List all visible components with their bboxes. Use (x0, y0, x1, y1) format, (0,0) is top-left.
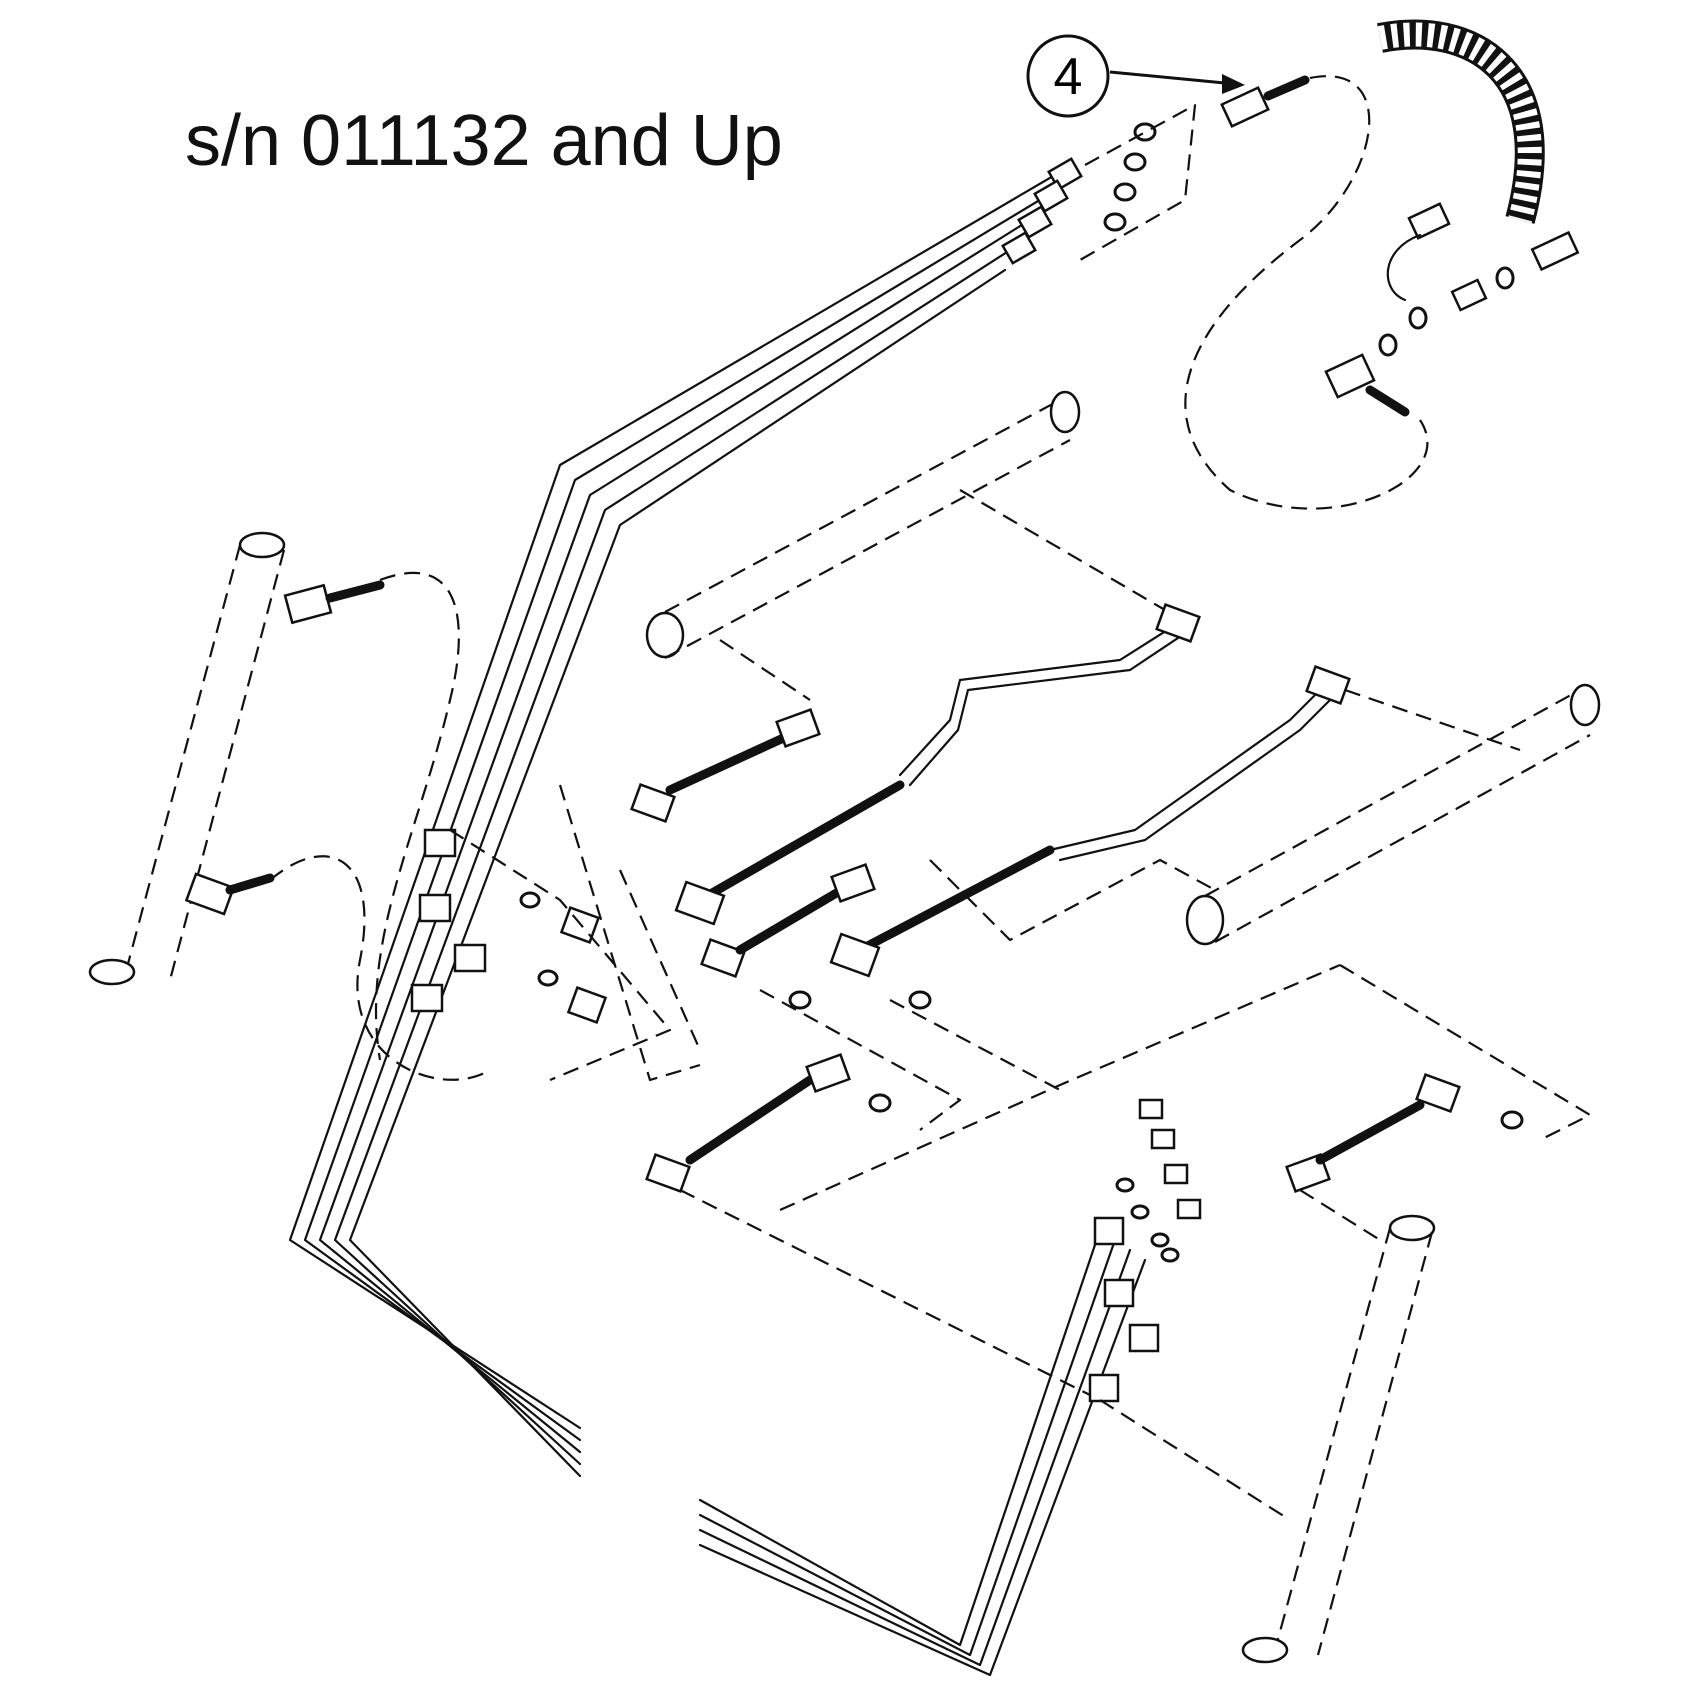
tube-end-fittings (1001, 103, 1197, 265)
callout-4: 4 (1026, 34, 1245, 118)
serial-number-title: s/n 011132 and Up (185, 101, 783, 181)
valve-fittings (410, 828, 672, 1082)
lower-middle-hose (645, 963, 1592, 1401)
item-4-hose-fitting (1184, 75, 1429, 510)
cylinder-left (88, 531, 491, 1081)
tube-bundle-right (698, 1228, 1147, 1677)
cylinder-upper-middle (645, 390, 1166, 701)
middle-lines (674, 603, 1351, 978)
middle-hoses (558, 708, 1061, 1131)
lower-nuts-rings (1088, 1098, 1202, 1403)
cylinder-lower-right (1099, 1073, 1524, 1664)
braided-hose-guard (1377, 19, 1545, 224)
small-fittings-cluster (1324, 202, 1580, 417)
callout-number: 4 (1054, 48, 1083, 106)
tube-bundle-left (288, 170, 1062, 1478)
cylinder-right (929, 683, 1601, 946)
